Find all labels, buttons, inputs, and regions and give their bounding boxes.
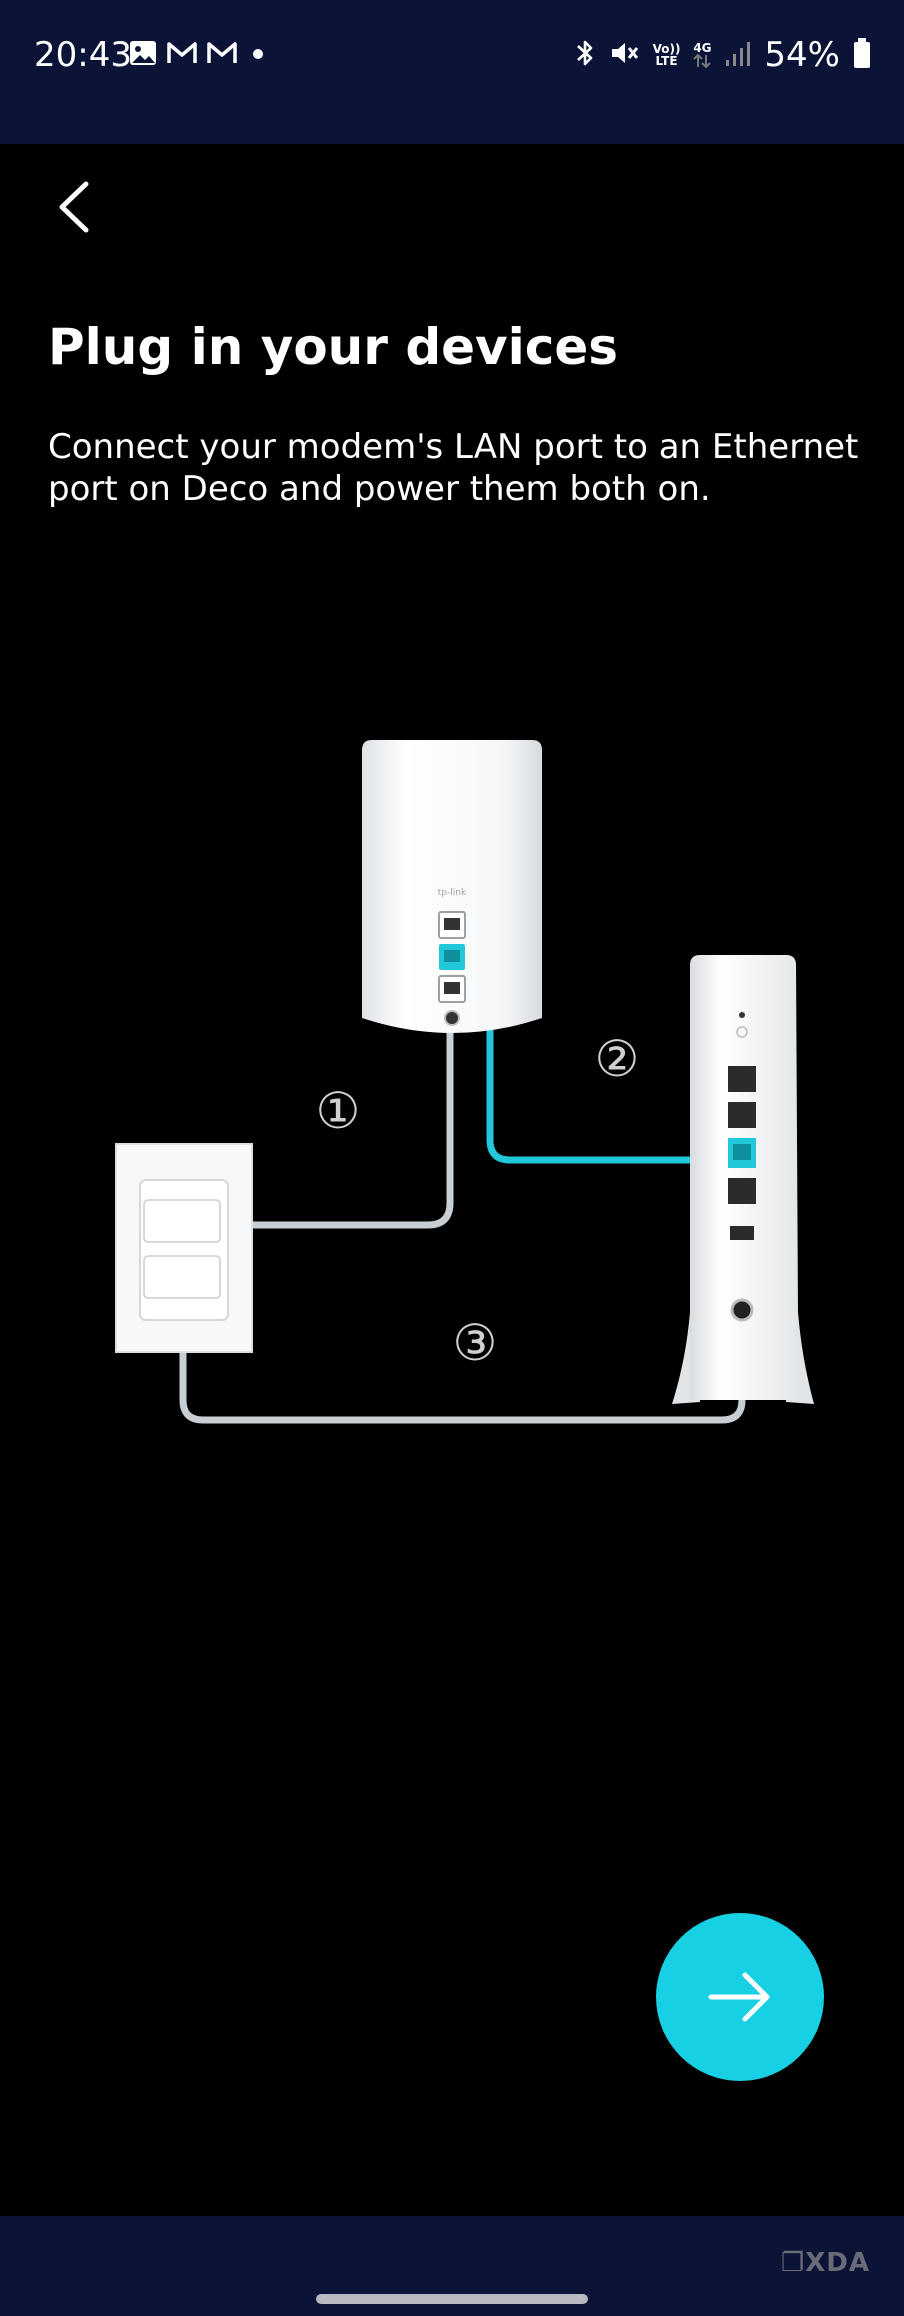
modem-lan-port-2 bbox=[728, 1102, 756, 1128]
page-title: Plug in your devices bbox=[48, 318, 619, 376]
arrow-right-icon bbox=[708, 1972, 770, 2022]
setup-instructions: Connect your modem's LAN port to an Ethe… bbox=[48, 427, 859, 509]
volte-bottom-label: LTE bbox=[655, 54, 678, 68]
gmail-icon bbox=[166, 38, 198, 72]
status-bar: 20:43 Vo)) LTE bbox=[0, 0, 904, 144]
gmail-icon bbox=[206, 38, 238, 72]
modem-power-cable bbox=[179, 1264, 746, 1424]
dot-icon bbox=[246, 38, 270, 72]
chevron-left-icon bbox=[59, 181, 89, 233]
setup-diagram: tp-link bbox=[115, 740, 814, 1424]
xda-watermark: ❐XDA bbox=[780, 2248, 870, 2278]
next-button[interactable] bbox=[656, 1913, 824, 2081]
step-three-label: ③ bbox=[453, 1314, 498, 1372]
modem-unit bbox=[672, 955, 814, 1404]
step-one-label: ① bbox=[316, 1082, 361, 1140]
deco-unit: tp-link bbox=[362, 740, 542, 1033]
deco-brand-label: tp-link bbox=[438, 888, 467, 898]
notification-icons bbox=[128, 38, 270, 72]
mute-icon bbox=[609, 37, 641, 73]
status-time: 20:43 bbox=[34, 35, 132, 75]
modem-power-port bbox=[730, 1298, 754, 1322]
home-indicator[interactable] bbox=[316, 2294, 588, 2304]
deco-power-cable bbox=[212, 1014, 454, 1229]
modem-lan-port-4 bbox=[728, 1178, 756, 1204]
step-two-label: ② bbox=[595, 1030, 640, 1088]
gallery-icon bbox=[128, 38, 158, 72]
data-icon: 4G bbox=[692, 42, 712, 68]
modem-usb-port bbox=[730, 1226, 754, 1240]
modem-lan-port-1 bbox=[728, 1066, 756, 1092]
bluetooth-icon bbox=[573, 36, 597, 74]
status-right-icons: Vo)) LTE 4G 54% bbox=[573, 30, 872, 80]
volte-top-label: Vo)) bbox=[652, 42, 681, 56]
back-button[interactable] bbox=[40, 172, 110, 242]
volte-icon: Vo)) LTE bbox=[653, 43, 681, 67]
battery-icon bbox=[852, 36, 872, 74]
signal-icon bbox=[724, 38, 752, 72]
wall-outlet bbox=[115, 1143, 253, 1353]
network-generation-label: 4G bbox=[693, 41, 712, 55]
deco-power-port bbox=[444, 1010, 460, 1026]
battery-percentage: 54% bbox=[764, 35, 840, 75]
